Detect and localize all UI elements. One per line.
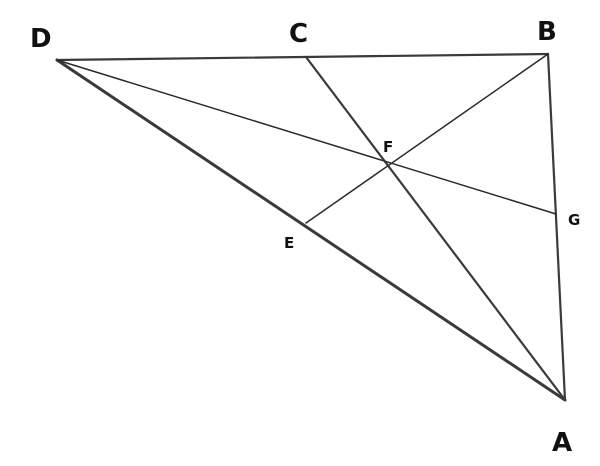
segment-be xyxy=(305,53,549,224)
segment-db xyxy=(55,52,550,62)
label-g: G xyxy=(568,211,580,229)
segment-ca xyxy=(304,55,567,402)
label-d: D xyxy=(30,24,52,54)
label-e: E xyxy=(284,234,294,252)
label-c: C xyxy=(289,19,308,49)
segment-da xyxy=(55,58,567,402)
label-b: B xyxy=(537,17,557,47)
segment-dg xyxy=(56,59,557,215)
segment-ba xyxy=(546,52,567,402)
label-f: F xyxy=(383,138,393,156)
label-a: A xyxy=(552,428,572,458)
